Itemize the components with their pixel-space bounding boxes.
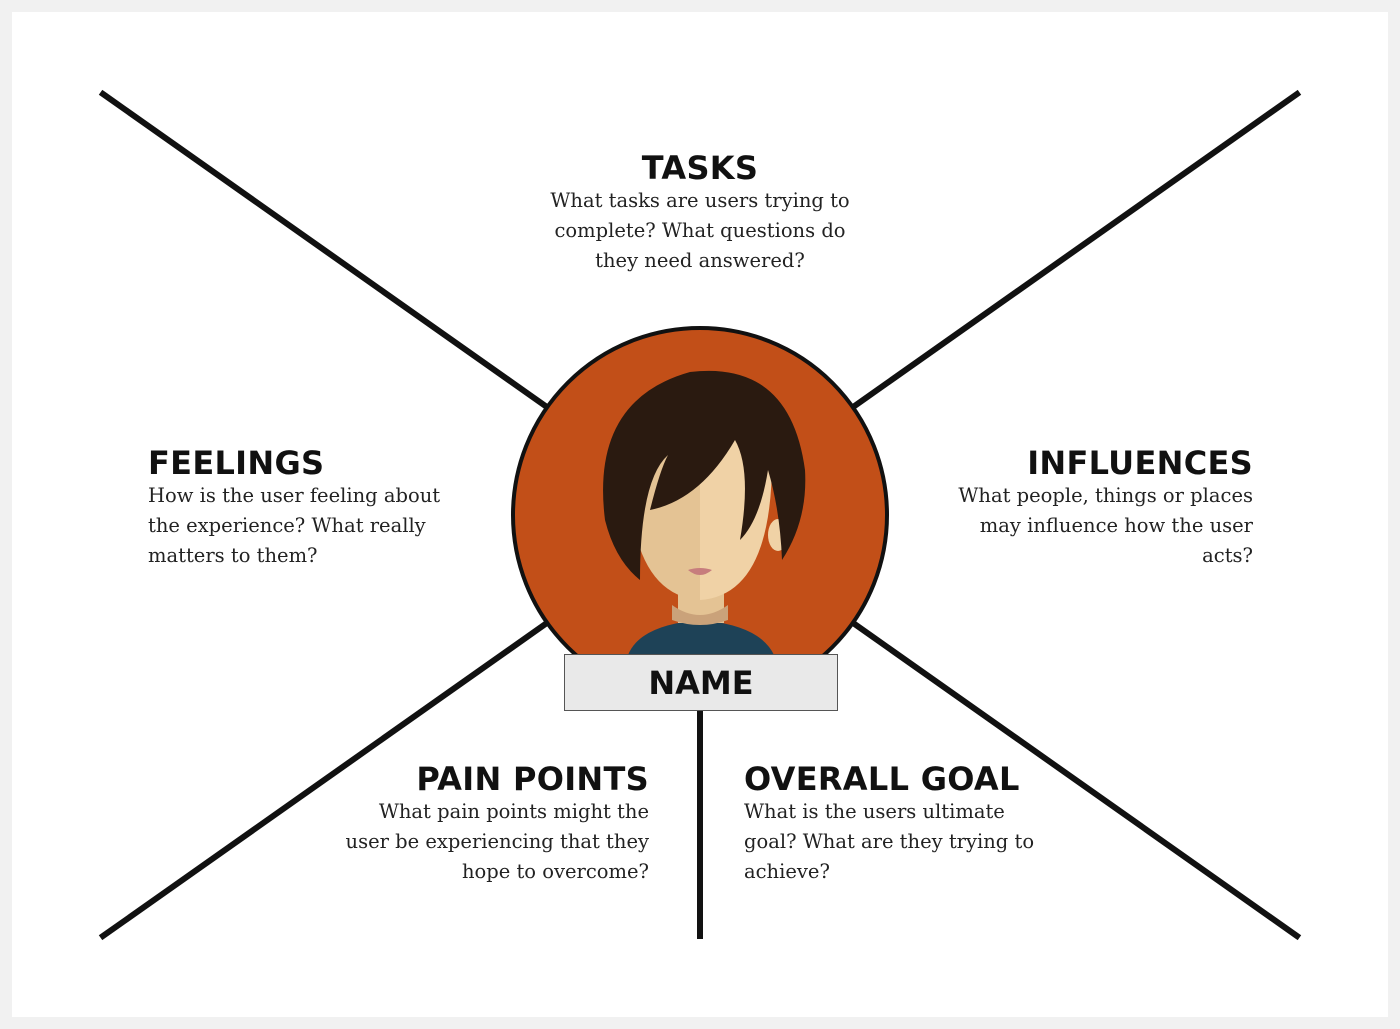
section-description-line: may influence how the user: [979, 514, 1253, 537]
section-title: TASKS: [641, 149, 759, 187]
section-description-line: What is the users ultimate: [744, 800, 1005, 823]
section-title: PAIN POINTS: [416, 760, 649, 798]
section-title: OVERALL GOAL: [744, 760, 1020, 798]
section-description-line: What pain points might the: [378, 800, 649, 823]
section-description-line: user be experiencing that they: [345, 830, 649, 853]
section-description-line: acts?: [1202, 544, 1253, 567]
section-description-line: What people, things or places: [958, 484, 1253, 507]
avatar-icon: [511, 326, 889, 704]
section-influences: INFLUENCES What people, things or places…: [900, 445, 1253, 571]
section-description-line: goal? What are they trying to: [744, 830, 1035, 853]
section-feelings: FEELINGS How is the user feeling about t…: [148, 445, 488, 571]
section-description-line: they need answered?: [595, 249, 805, 272]
section-description-line: hope to overcome?: [461, 860, 649, 883]
section-description-line: How is the user feeling about: [148, 484, 441, 507]
section-title: FEELINGS: [148, 444, 325, 482]
section-title: INFLUENCES: [1027, 444, 1253, 482]
section-description-line: What tasks are users trying to: [550, 189, 850, 212]
name-label-box: NAME: [564, 654, 838, 711]
section-description-line: matters to them?: [148, 544, 318, 567]
section-tasks: TASKS What tasks are users trying to com…: [500, 150, 900, 276]
section-pain-points: PAIN POINTS What pain points might the u…: [300, 761, 649, 887]
section-description-line: complete? What questions do: [554, 219, 846, 242]
section-description-line: achieve?: [744, 860, 830, 883]
section-description-line: the experience? What really: [148, 514, 426, 537]
section-overall-goal: OVERALL GOAL What is the users ultimate …: [744, 761, 1104, 887]
